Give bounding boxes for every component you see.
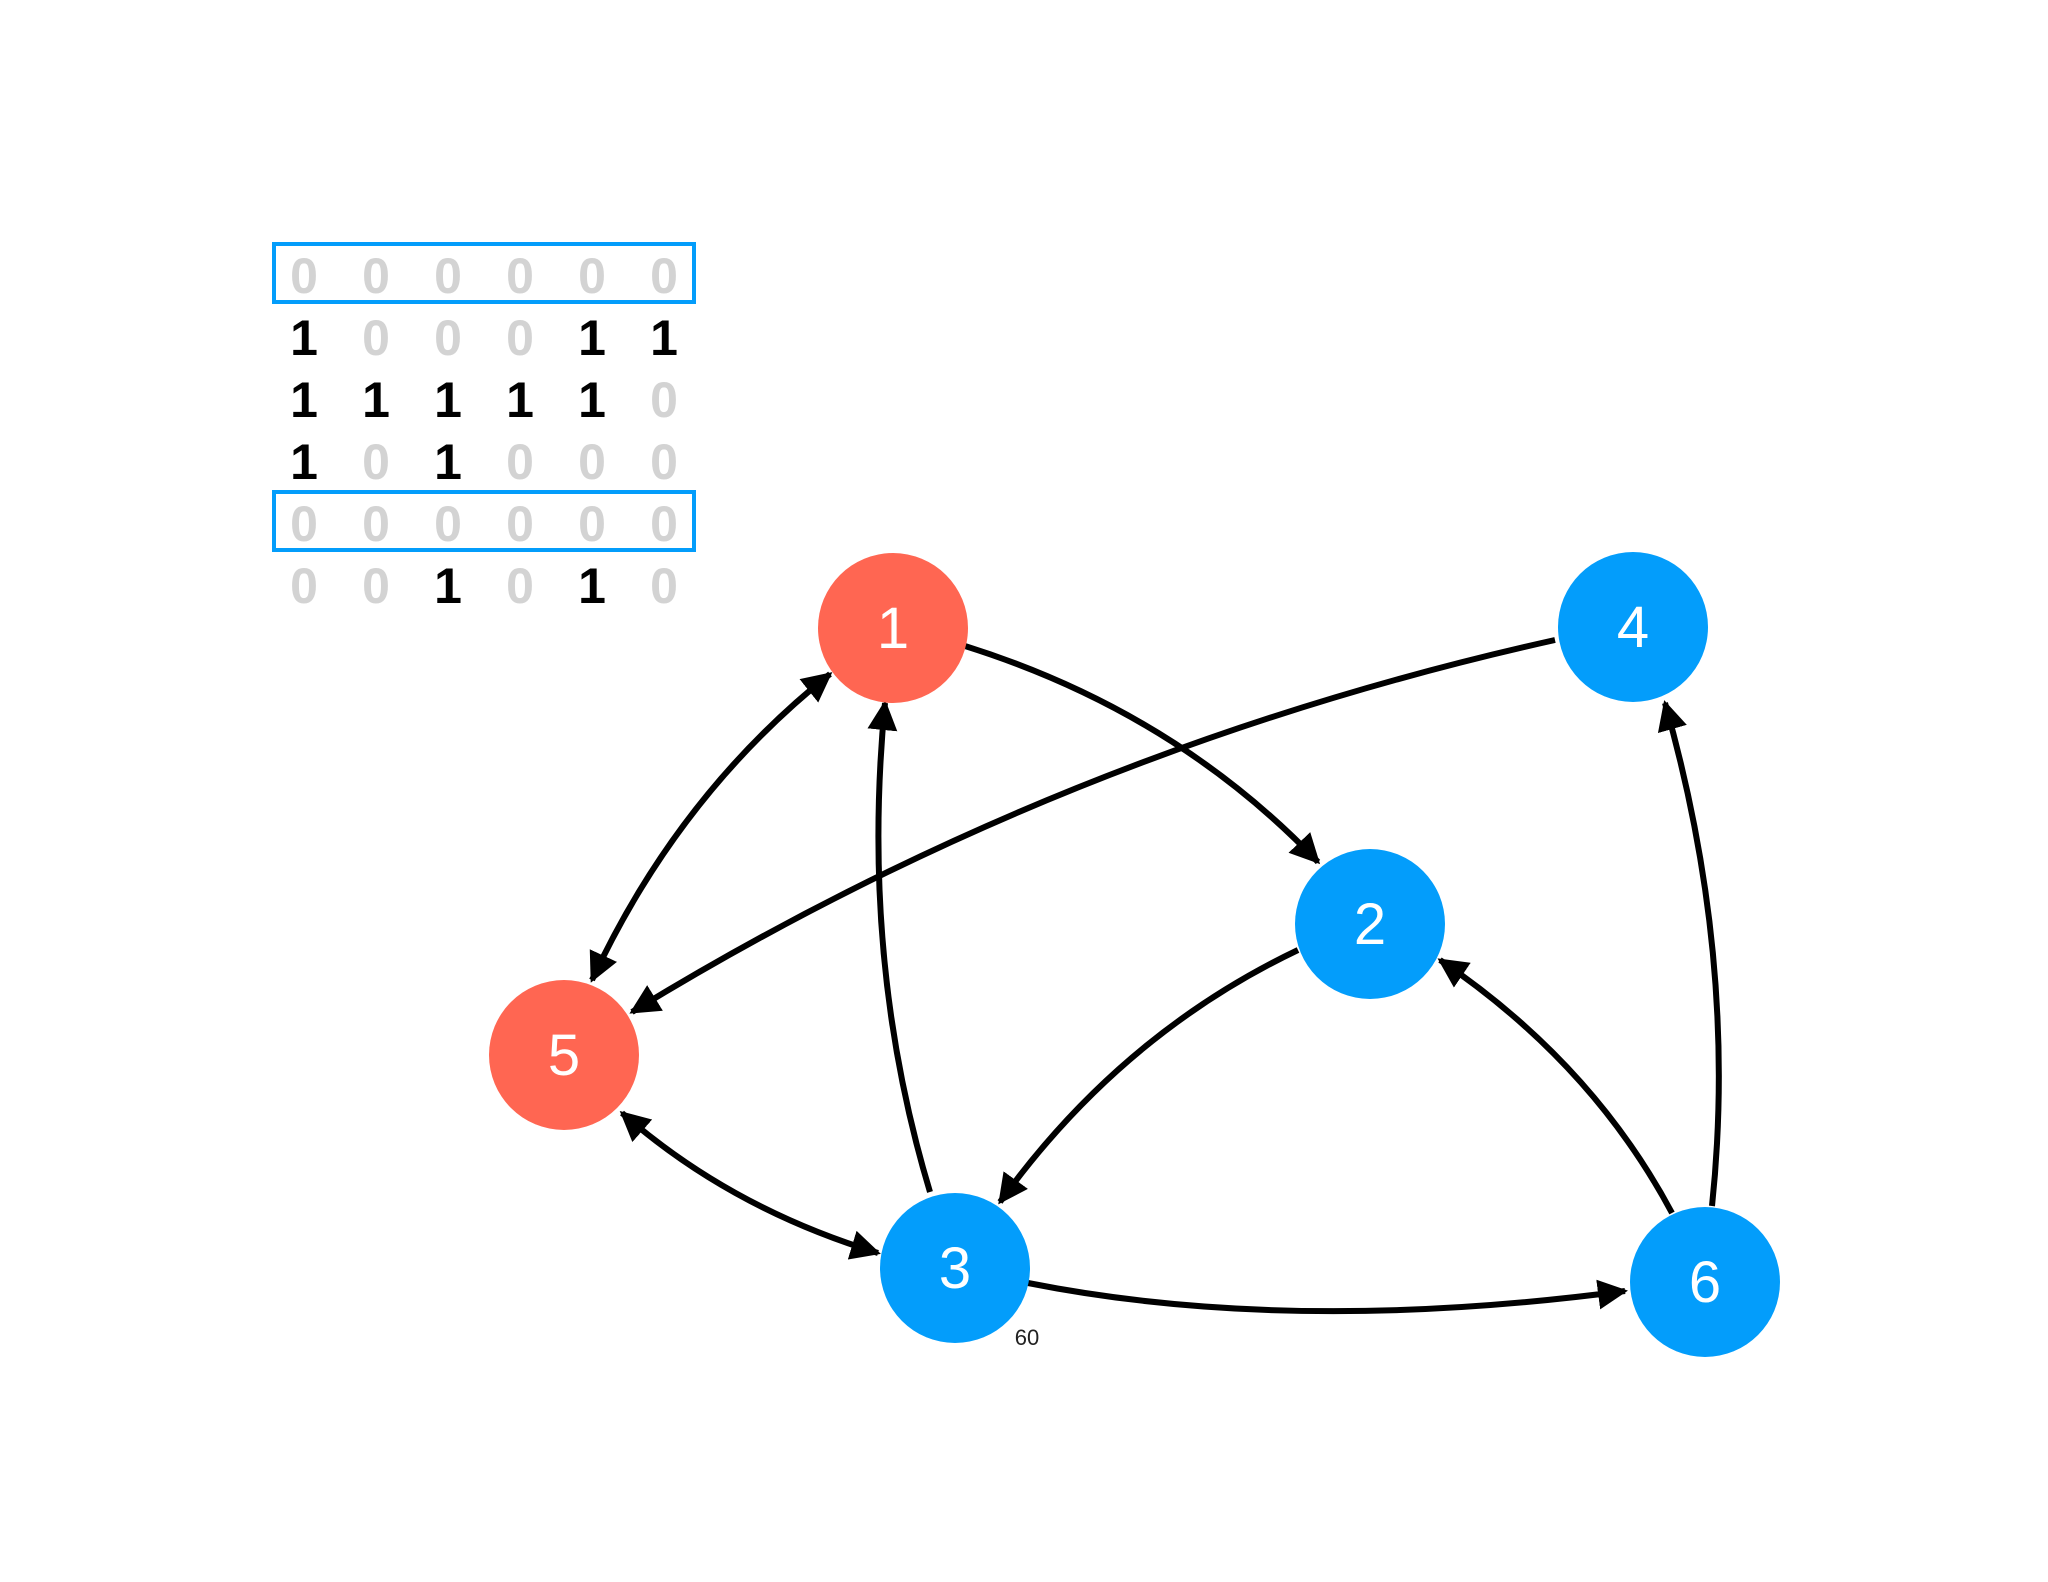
edge-3-to-6 bbox=[1027, 1279, 1628, 1315]
node-2: 2 bbox=[1295, 849, 1445, 999]
matrix-cell: 0 bbox=[434, 248, 462, 304]
matrix-cell: 0 bbox=[290, 558, 318, 614]
matrix-cell: 0 bbox=[362, 310, 390, 366]
matrix-cell: 0 bbox=[650, 434, 678, 490]
matrix-cell: 0 bbox=[434, 496, 462, 552]
matrix-cell: 0 bbox=[578, 248, 606, 304]
matrix-cell: 0 bbox=[650, 248, 678, 304]
matrix-cell: 0 bbox=[650, 372, 678, 428]
matrix-cell: 0 bbox=[506, 558, 534, 614]
page-number: 60 bbox=[1015, 1325, 1039, 1350]
matrix-cell: 0 bbox=[362, 558, 390, 614]
node-2-label: 2 bbox=[1354, 892, 1386, 957]
matrix-cell: 0 bbox=[362, 496, 390, 552]
matrix-cell: 0 bbox=[578, 496, 606, 552]
matrix-cell: 1 bbox=[578, 310, 606, 366]
matrix-cell: 0 bbox=[290, 248, 318, 304]
matrix-cell: 0 bbox=[578, 434, 606, 490]
matrix-cell: 1 bbox=[434, 434, 462, 490]
matrix-row-highlight bbox=[272, 242, 696, 304]
matrix-cell: 0 bbox=[650, 496, 678, 552]
matrix-cell: 0 bbox=[362, 248, 390, 304]
node-6: 6 bbox=[1630, 1207, 1780, 1357]
matrix-cell: 0 bbox=[506, 248, 534, 304]
node-3-label: 3 bbox=[939, 1236, 971, 1301]
node-1: 1 bbox=[818, 553, 968, 703]
matrix-cell: 0 bbox=[362, 434, 390, 490]
edge-3-to-1 bbox=[867, 700, 933, 1193]
node-1-label: 1 bbox=[877, 596, 909, 661]
matrix-cell: 1 bbox=[290, 434, 318, 490]
node-6-circle bbox=[1630, 1207, 1780, 1357]
matrix-cell: 0 bbox=[290, 496, 318, 552]
matrix-cell: 0 bbox=[650, 558, 678, 614]
matrix-row-highlight bbox=[272, 490, 696, 552]
matrix-cell: 0 bbox=[506, 434, 534, 490]
matrix-cell: 1 bbox=[290, 310, 318, 366]
node-6-label: 6 bbox=[1689, 1250, 1721, 1315]
edge-1-to-5 bbox=[589, 671, 833, 983]
nodes-layer: 1 2 3 4 5 6 bbox=[489, 552, 1780, 1357]
edge-6-to-2 bbox=[1437, 957, 1675, 1215]
matrix-cell: 0 bbox=[434, 310, 462, 366]
matrix-cell: 1 bbox=[578, 558, 606, 614]
node-1-circle bbox=[818, 553, 968, 703]
node-3: 3 bbox=[880, 1193, 1030, 1343]
node-5-circle bbox=[489, 980, 639, 1130]
matrix-cell: 0 bbox=[506, 496, 534, 552]
matrix-cell: 1 bbox=[290, 372, 318, 428]
node-4-label: 4 bbox=[1617, 595, 1649, 660]
node-2-circle bbox=[1295, 849, 1445, 999]
node-5-label: 5 bbox=[548, 1023, 580, 1088]
node-5: 5 bbox=[489, 980, 639, 1130]
node-4: 4 bbox=[1558, 552, 1708, 702]
node-3-circle bbox=[880, 1193, 1030, 1343]
edge-5-to-3 bbox=[619, 1110, 881, 1260]
edge-2-to-3 bbox=[997, 947, 1300, 1205]
matrix-cell: 1 bbox=[434, 372, 462, 428]
matrix-cell: 1 bbox=[506, 372, 534, 428]
matrix-cell: 1 bbox=[434, 558, 462, 614]
edge-6-to-4 bbox=[1657, 700, 1722, 1207]
matrix-cell: 1 bbox=[362, 372, 390, 428]
edges-layer bbox=[589, 637, 1722, 1315]
matrix-cell: 0 bbox=[506, 310, 534, 366]
matrix-cell: 1 bbox=[578, 372, 606, 428]
edge-4-to-5 bbox=[629, 637, 1556, 1015]
edge-1-to-2 bbox=[964, 643, 1321, 865]
matrix-cell: 1 bbox=[650, 310, 678, 366]
node-4-circle bbox=[1558, 552, 1708, 702]
